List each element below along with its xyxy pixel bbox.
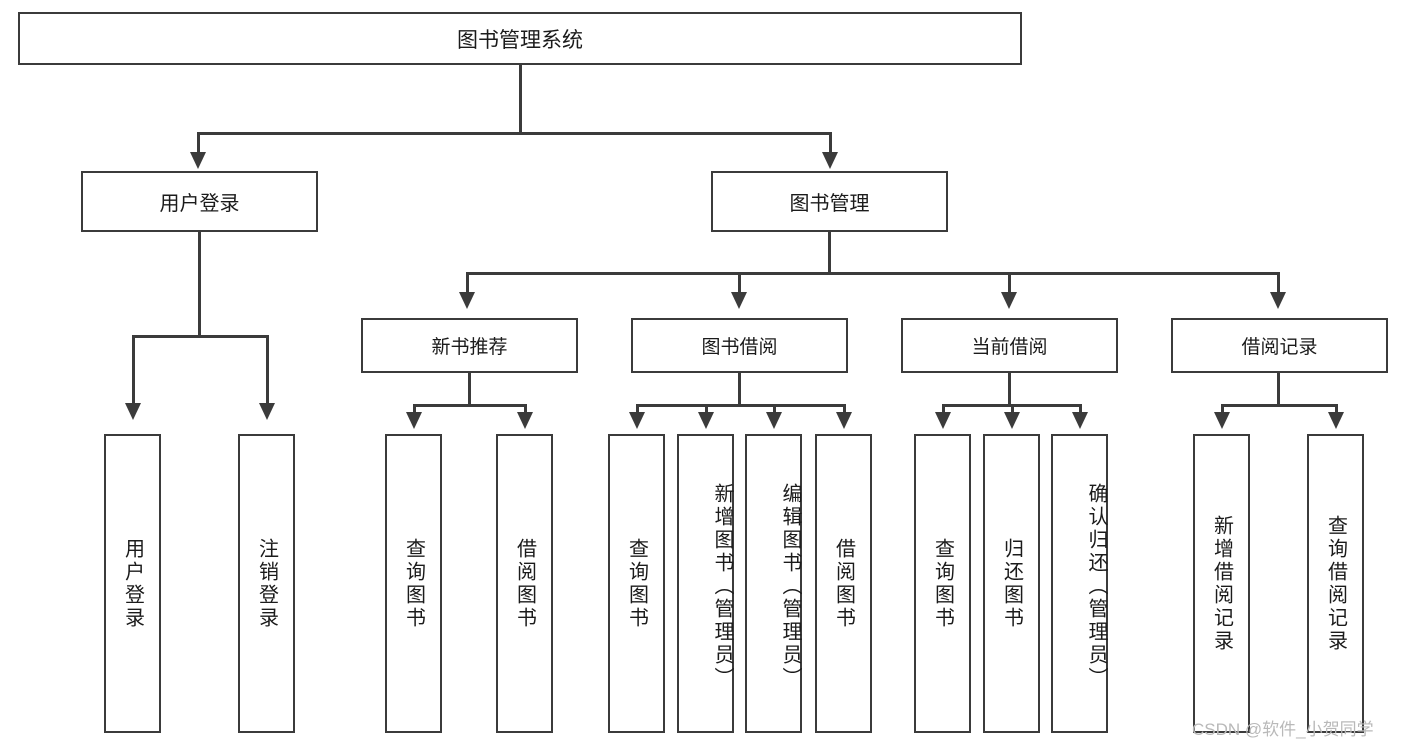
node-label: 新增图书（管理员） [711, 483, 733, 690]
connector-book-borrow-to-leaf-1 [636, 404, 639, 414]
leaf-add-book-admin[interactable]: 新增图书（管理员） [677, 434, 734, 733]
arrow-borrow-record-to-leaf-1 [1214, 412, 1230, 429]
arrow-user-login-to-leaf-1 [125, 403, 141, 420]
leaf-query-book-borrow[interactable]: 查询图书 [608, 434, 665, 733]
connector-borrow-record-bus [1221, 404, 1338, 407]
arrow-new-book-to-leaf-1 [406, 412, 422, 429]
leaf-confirm-return-admin[interactable]: 确认归还（管理员） [1051, 434, 1108, 733]
connector-book-borrow-to-leaf-2 [705, 404, 708, 414]
leaf-return-book[interactable]: 归还图书 [983, 434, 1040, 733]
node-label: 借阅记录 [1241, 337, 1318, 358]
connector-current-borrow-stem [1008, 373, 1011, 406]
connector-current-borrow-to-leaf-2 [1011, 404, 1014, 414]
node-label: 查询借阅记录 [1324, 514, 1347, 653]
connector-user-login-bus [132, 335, 269, 338]
node-label: 查询图书 [625, 537, 648, 630]
connector-borrow-record-to-leaf-2 [1335, 404, 1338, 414]
connector-root-stem [519, 65, 522, 132]
node-label: 用户登录 [121, 537, 144, 630]
leaf-edit-book-admin[interactable]: 编辑图书（管理员） [745, 434, 802, 733]
node-label: 查询图书 [931, 537, 954, 630]
connector-book-mgmt-to-borrow-record [1277, 272, 1280, 294]
node-book-management[interactable]: 图书管理 [711, 171, 948, 232]
connector-current-borrow-to-leaf-1 [942, 404, 945, 414]
leaf-query-book-recommend[interactable]: 查询图书 [385, 434, 442, 733]
node-book-borrow[interactable]: 图书借阅 [631, 318, 848, 373]
node-label: 新增借阅记录 [1210, 514, 1233, 653]
arrow-book-borrow-to-leaf-3 [766, 412, 782, 429]
node-label: 图书管理系统 [457, 28, 583, 52]
leaf-query-book-current[interactable]: 查询图书 [914, 434, 971, 733]
leaf-logout[interactable]: 注销登录 [238, 434, 295, 733]
arrow-current-borrow-to-leaf-1 [935, 412, 951, 429]
node-root-system[interactable]: 图书管理系统 [18, 12, 1022, 65]
connector-book-mgmt-to-current-borrow [1008, 272, 1011, 294]
node-label: 借阅图书 [832, 537, 855, 630]
connector-user-login-stem [198, 232, 201, 337]
node-label: 查询图书 [402, 537, 425, 630]
connector-root-to-book-mgmt [829, 132, 832, 154]
node-label: 编辑图书（管理员） [779, 483, 801, 690]
node-label: 用户登录 [159, 193, 240, 215]
connector-root-to-user-login [197, 132, 200, 154]
arrow-current-borrow-to-leaf-2 [1004, 412, 1020, 429]
node-label: 当前借阅 [971, 337, 1048, 358]
leaf-borrow-book[interactable]: 借阅图书 [815, 434, 872, 733]
connector-new-book-to-leaf-1 [413, 404, 416, 414]
connector-borrow-record-to-leaf-1 [1221, 404, 1224, 414]
node-label: 借阅图书 [513, 537, 536, 630]
watermark-csdn: CSDN @软件_小贺同学 [1192, 720, 1374, 739]
node-label: 新书推荐 [431, 337, 508, 358]
arrow-book-mgmt-to-book-borrow [731, 292, 747, 309]
connector-book-mgmt-to-new-book [466, 272, 469, 294]
arrow-book-borrow-to-leaf-4 [836, 412, 852, 429]
node-label: 图书管理 [789, 193, 870, 215]
connector-book-mgmt-to-book-borrow [738, 272, 741, 294]
connector-borrow-record-stem [1277, 373, 1280, 406]
leaf-query-borrow-record[interactable]: 查询借阅记录 [1307, 434, 1364, 733]
connector-book-borrow-bus [636, 404, 846, 407]
connector-book-mgmt-bus [466, 272, 1280, 275]
leaf-user-login[interactable]: 用户登录 [104, 434, 161, 733]
connector-book-borrow-to-leaf-4 [843, 404, 846, 414]
arrow-borrow-record-to-leaf-2 [1328, 412, 1344, 429]
connector-user-login-to-leaf-1 [132, 335, 135, 405]
arrow-book-borrow-to-leaf-2 [698, 412, 714, 429]
arrow-book-mgmt-to-current-borrow [1001, 292, 1017, 309]
connector-root-bus [197, 132, 832, 135]
connector-new-book-stem [468, 373, 471, 406]
arrow-user-login-to-leaf-2 [259, 403, 275, 420]
connector-new-book-bus [413, 404, 527, 407]
arrow-root-to-user-login [190, 152, 206, 169]
node-label: 图书借阅 [701, 337, 778, 358]
node-new-book-recommend[interactable]: 新书推荐 [361, 318, 578, 373]
connector-book-borrow-to-leaf-3 [773, 404, 776, 414]
connector-new-book-to-leaf-2 [524, 404, 527, 414]
connector-current-borrow-to-leaf-3 [1079, 404, 1082, 414]
connector-book-mgmt-stem [828, 232, 831, 274]
arrow-root-to-book-mgmt [822, 152, 838, 169]
node-current-borrow[interactable]: 当前借阅 [901, 318, 1118, 373]
arrow-new-book-to-leaf-2 [517, 412, 533, 429]
arrow-book-mgmt-to-borrow-record [1270, 292, 1286, 309]
node-label: 注销登录 [255, 537, 278, 630]
arrow-current-borrow-to-leaf-3 [1072, 412, 1088, 429]
node-borrow-record[interactable]: 借阅记录 [1171, 318, 1388, 373]
connector-book-borrow-stem [738, 373, 741, 406]
arrow-book-borrow-to-leaf-1 [629, 412, 645, 429]
leaf-borrow-book-recommend[interactable]: 借阅图书 [496, 434, 553, 733]
connector-user-login-to-leaf-2 [266, 335, 269, 405]
node-label: 归还图书 [1000, 537, 1023, 630]
node-user-login[interactable]: 用户登录 [81, 171, 318, 232]
arrow-book-mgmt-to-new-book [459, 292, 475, 309]
node-label: 确认归还（管理员） [1085, 483, 1107, 690]
leaf-add-borrow-record[interactable]: 新增借阅记录 [1193, 434, 1250, 733]
